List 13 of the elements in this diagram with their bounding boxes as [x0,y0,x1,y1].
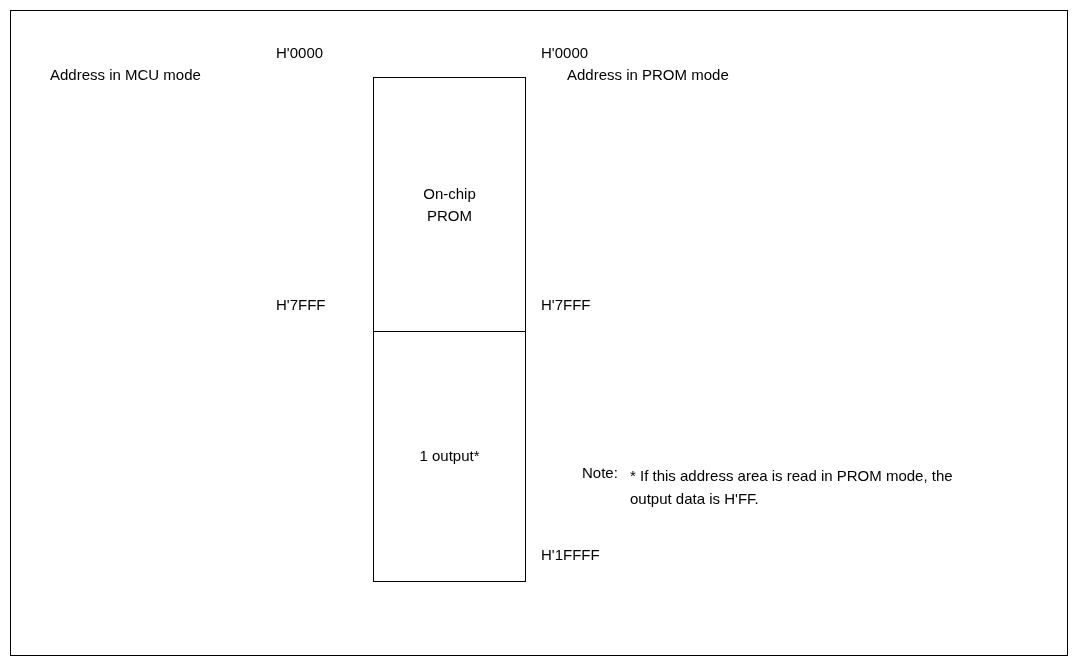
note-label: Note: [582,464,618,481]
address-label: H'0000 [541,44,589,61]
note-text: * If this address area is read in PROM mode, the output data is H'FF. [630,466,954,509]
memory-area-box [373,330,526,582]
memory-area-box [373,77,526,332]
address-label: H'7FFF [276,296,326,313]
address-label: H'7FFF [541,296,591,313]
area-label: On-chip PROM [422,183,477,226]
address-label: H'1FFFF [541,546,600,563]
area-label: 1 output* [419,445,480,466]
axis-heading: Address in PROM mode [567,66,729,83]
axis-heading: Address in MCU mode [50,66,201,83]
address-label: H'0000 [276,44,324,61]
